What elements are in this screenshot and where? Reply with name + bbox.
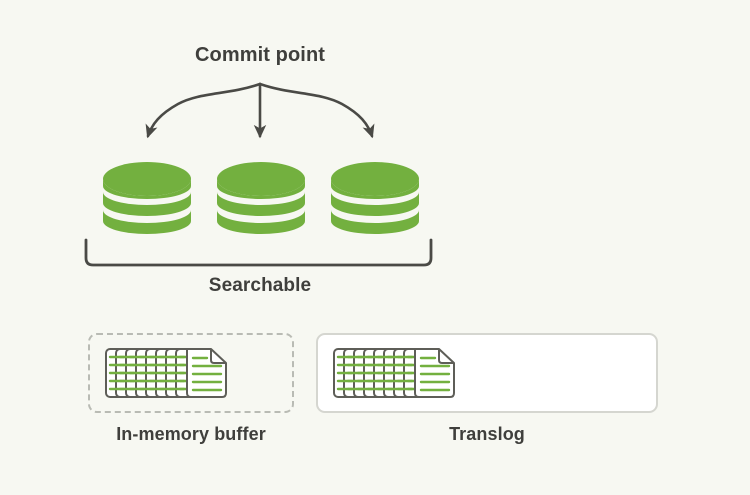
arrow-right-path — [258, 82, 375, 139]
database-cylinder-icon — [103, 162, 191, 234]
segment-cylinder-2 — [217, 162, 305, 234]
searchable-label: Searchable — [208, 275, 312, 296]
brace-bracket-icon — [84, 238, 433, 267]
in-memory-buffer-box — [88, 333, 294, 413]
in-memory-buffer-label: In-memory buffer — [116, 424, 266, 444]
commit-point-label: Commit point — [194, 44, 326, 66]
translog-document-stack — [333, 348, 459, 398]
segment-cylinder-3 — [331, 162, 419, 234]
document-stack-icon — [333, 348, 455, 398]
translog-label: Translog — [449, 424, 525, 444]
database-cylinder-icon — [217, 162, 305, 234]
document-stack-icon — [105, 348, 227, 398]
arrow-left-path — [145, 82, 262, 139]
segment-cylinder-1 — [103, 162, 191, 234]
in-memory-document-stack — [105, 348, 231, 398]
database-cylinder-icon — [331, 162, 419, 234]
